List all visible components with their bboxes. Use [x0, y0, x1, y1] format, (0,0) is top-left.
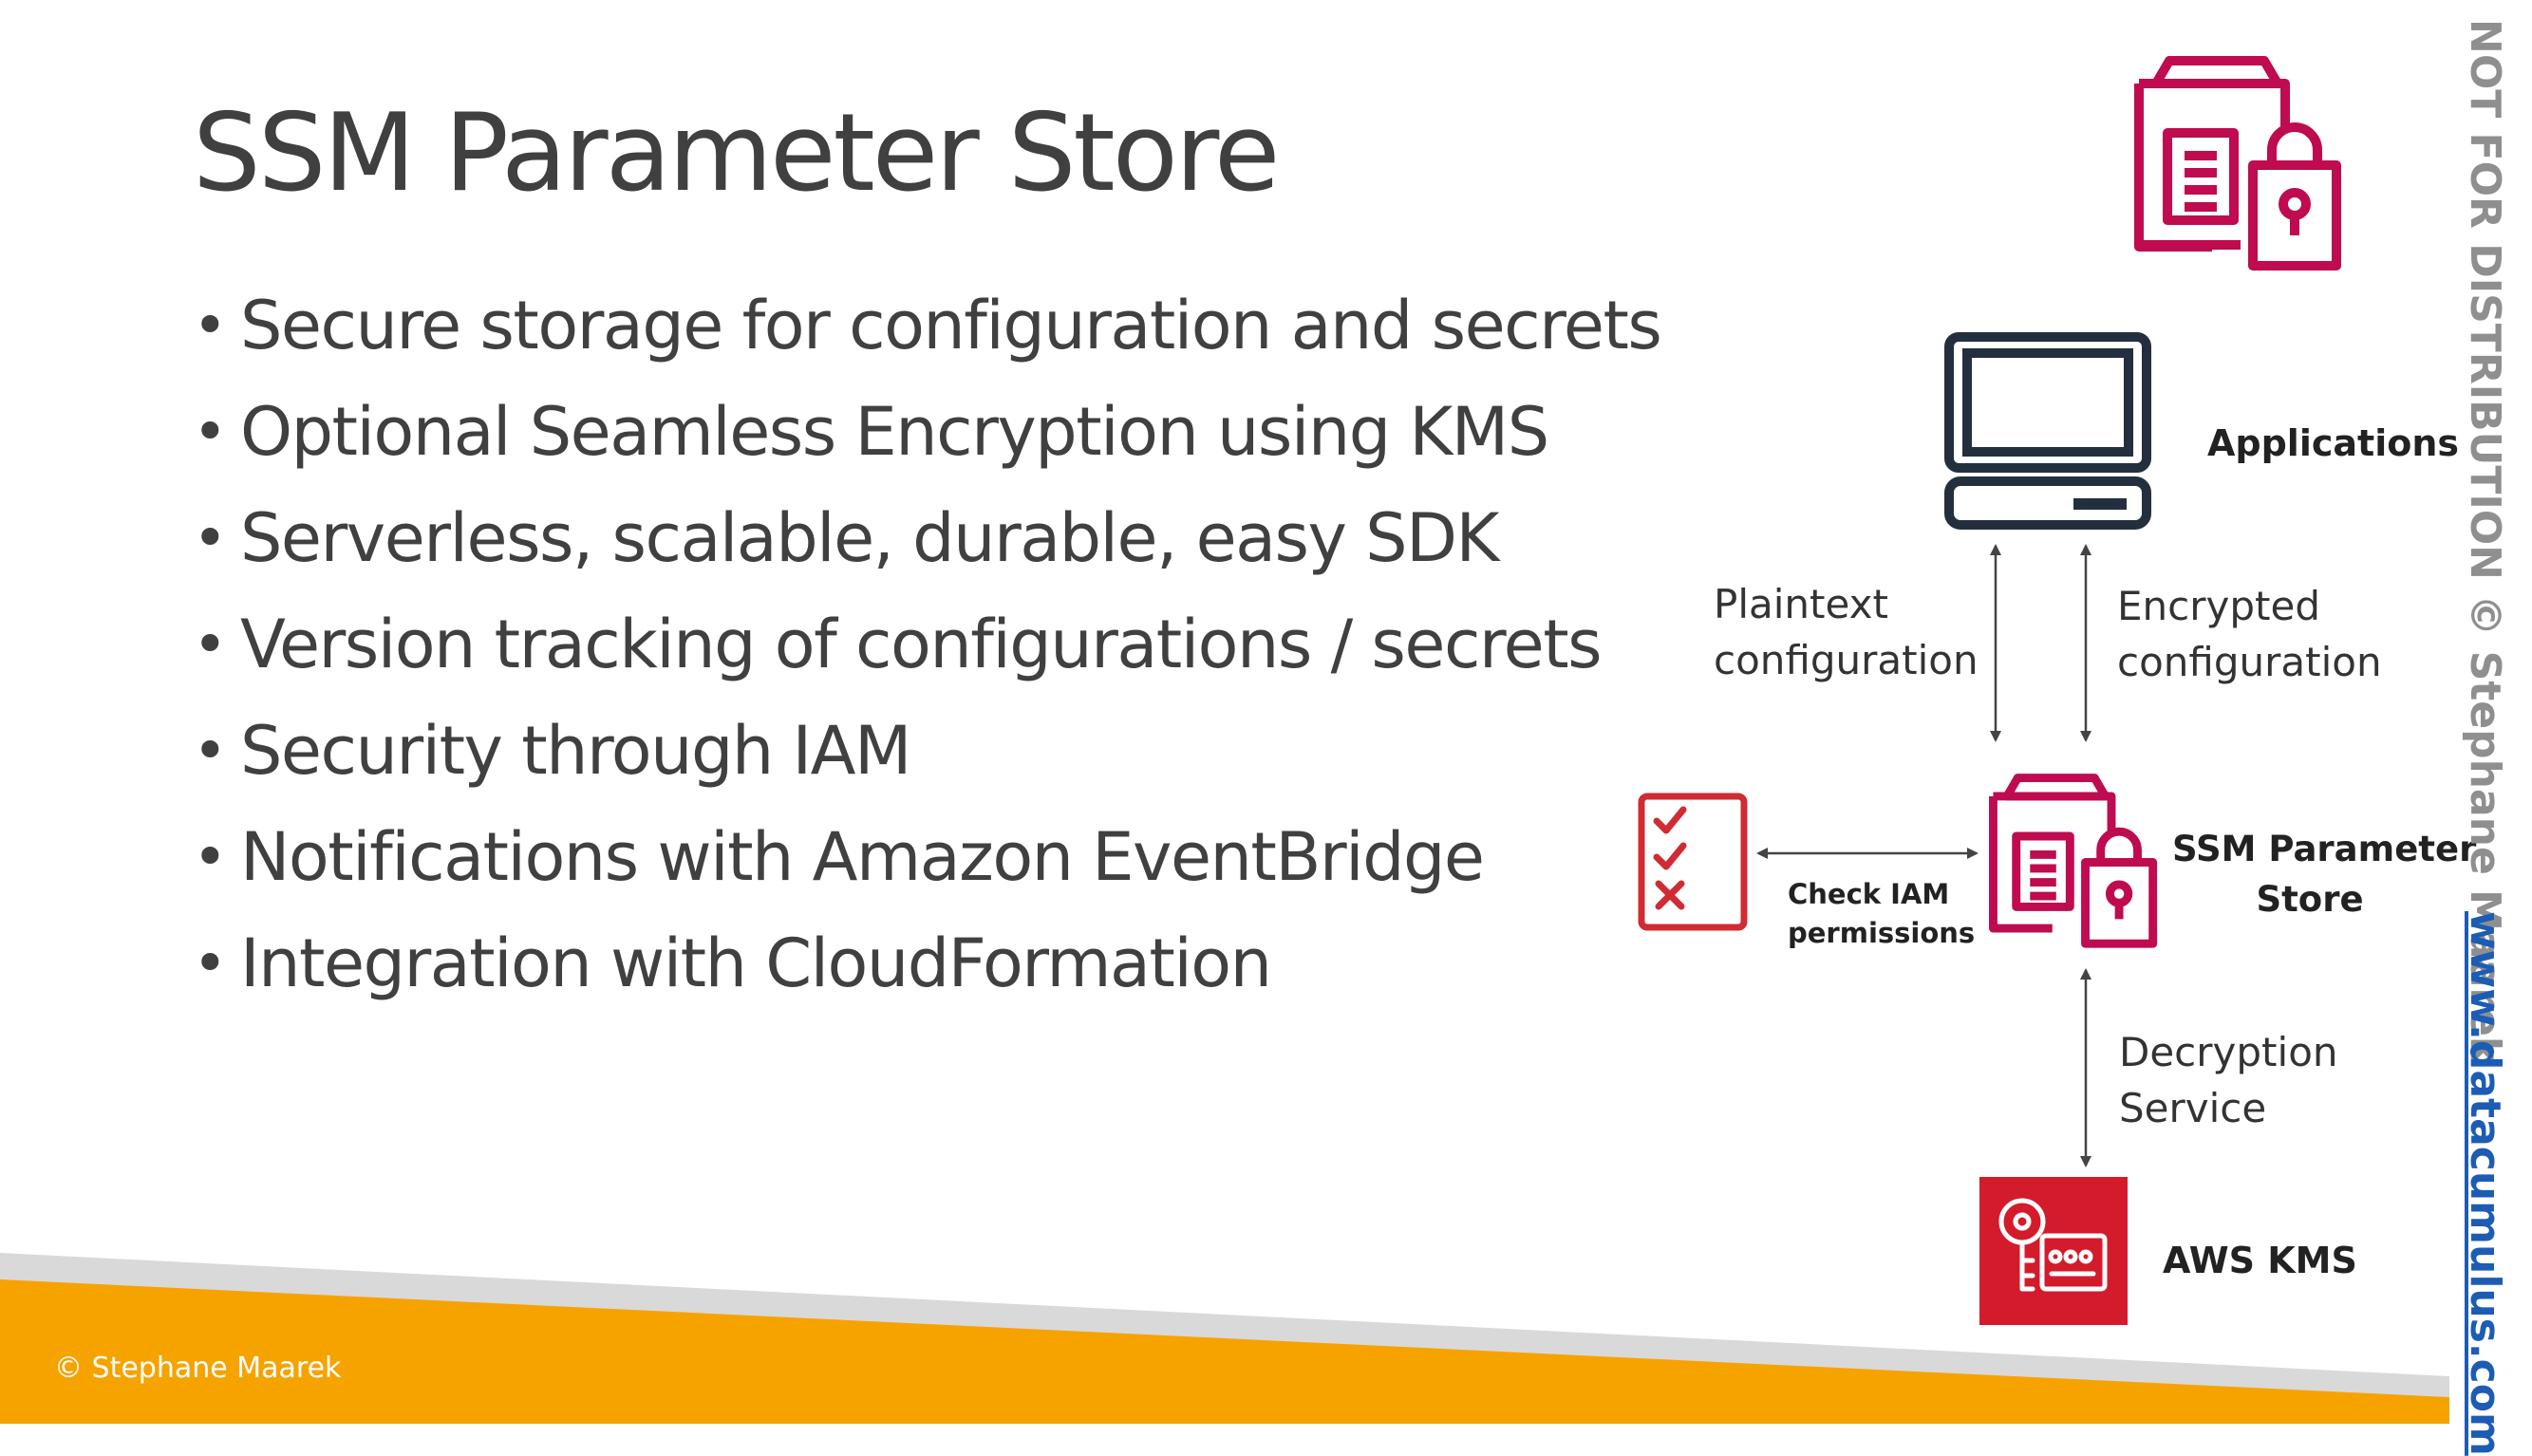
- plaintext-label: Plaintext configuration: [1714, 581, 1979, 683]
- diagram-arrows: [1756, 544, 2091, 1167]
- checklist-icon: [1638, 793, 1748, 931]
- bullet-list: Secure storage for configuration and sec…: [193, 283, 1662, 1027]
- bullet-item: Security through IAM: [193, 708, 1660, 814]
- kms-key-icon: [1979, 1177, 2128, 1325]
- bullet-item: Integration with CloudFormation: [193, 921, 1660, 1027]
- check-iam-label: Check IAM permissions: [1788, 878, 1976, 949]
- bullet-item: Version tracking of configurations / sec…: [193, 602, 1660, 708]
- bullet-item: Optional Seamless Encryption using KMS: [193, 389, 1660, 495]
- encrypted-label: Encrypted configuration: [2117, 583, 2382, 685]
- slide-title: SSM Parameter Store: [193, 90, 1280, 215]
- bullet-item: Secure storage for configuration and sec…: [193, 283, 1662, 389]
- bullet-item: Notifications with Amazon EventBridge: [193, 814, 1660, 921]
- bullet-item: Serverless, scalable, durable, easy SDK: [193, 495, 1660, 602]
- ssm-parameter-store-icon: [2134, 56, 2341, 271]
- kms-label: AWS KMS: [2163, 1240, 2357, 1281]
- footer-band: [0, 1253, 2449, 1424]
- laptop-icon: [1944, 332, 2151, 530]
- copyright-footer: © Stephane Maarek: [54, 1352, 342, 1385]
- decryption-label: Decryption Service: [2119, 1029, 2338, 1131]
- ssm-label: SSM Parameter Store: [2172, 829, 2477, 920]
- applications-label: Applications: [2207, 422, 2459, 464]
- ssm-parameter-store-icon: [1989, 774, 2158, 948]
